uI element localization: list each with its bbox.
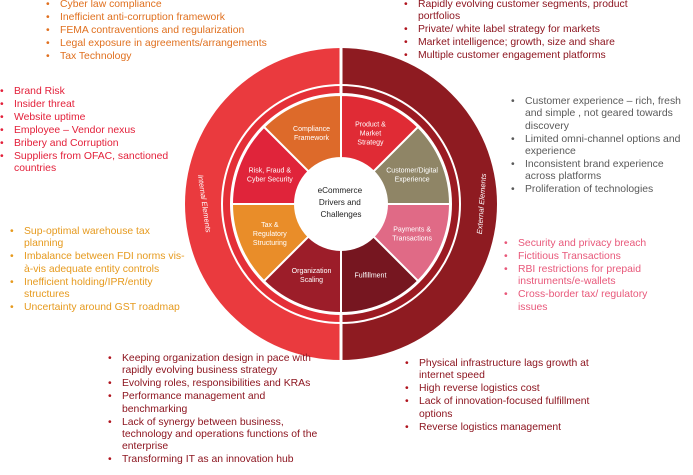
list-item: Uncertainty around GST roadmap (6, 302, 192, 315)
list-item: Keeping organization design in pace with… (104, 353, 332, 378)
list-item: Customer experience – rich, fresh and si… (507, 96, 689, 133)
list-item: RBI restrictions for prepaid instruments… (500, 264, 670, 289)
list-item: High reverse logistics cost (401, 383, 611, 396)
segment-risk-fraud-cyber-security (230, 125, 310, 205)
customer-experience-challenges-list: Customer experience – rich, fresh and si… (507, 96, 689, 197)
segment-label-fulfillment: Fulfillment (355, 273, 387, 280)
list-item: Bribery and Corruption (0, 138, 176, 151)
list-item: Website uptime (0, 112, 176, 125)
compliance-challenges-list: Cyber law compliance Inefficient anti-co… (42, 0, 312, 64)
ring-label-external: External Elements (475, 173, 488, 235)
list-item: Legal exposure in agreements/arrangement… (42, 38, 312, 51)
fulfillment-challenges-list: Physical infrastructure lags growth at i… (401, 358, 611, 434)
list-item: Brand Risk (0, 86, 176, 99)
segment-label-risk-fraud-cyber-security: Risk, Fraud &Cyber Security (247, 168, 293, 184)
list-item: Inconsistent brand experience across pla… (507, 159, 689, 184)
organization-scaling-challenges-list: Keeping organization design in pace with… (104, 353, 332, 467)
center-circle (297, 160, 385, 248)
list-item: Proliferation of technologies (507, 184, 689, 197)
list-item: Market intelligence; growth, size and sh… (400, 37, 650, 50)
list-item: Private/ white label strategy for market… (400, 24, 650, 37)
list-item: Imbalance between FDI norms vis-à-vis ad… (6, 251, 192, 276)
list-item: Cross-border tax/ regulatory issues (500, 289, 670, 314)
list-item: Reverse logistics management (401, 422, 611, 435)
list-item: Multiple customer engagement platforms (400, 50, 650, 63)
list-item: Suppliers from OFAC, sanctioned countrie… (0, 151, 176, 176)
list-item: Lack of synergy between business, techno… (104, 417, 332, 454)
list-item: Employee – Vendor nexus (0, 125, 176, 138)
list-item: Insider threat (0, 99, 176, 112)
outer-ring (185, 46, 497, 362)
list-item: Rapidly evolving customer segments, prod… (400, 0, 650, 24)
list-item: Transforming IT as an innovation hub (104, 454, 332, 467)
list-item: Sup-optimal warehouse tax planning (6, 226, 192, 251)
outer-ring-external-half (341, 48, 497, 360)
center-label: eCommerce Drivers and Challenges (318, 186, 365, 219)
list-item: Cyber law compliance (42, 0, 312, 12)
tax-regulatory-challenges-list: Sup-optimal warehouse tax planning Imbal… (6, 226, 192, 315)
list-item: Fictitious Transactions (500, 251, 670, 264)
list-item: Tax Technology (42, 51, 312, 64)
list-item: Inefficient anti-corruption framework (42, 12, 312, 25)
list-item: Limited omni-channel options and experie… (507, 134, 689, 159)
list-item: Evolving roles, responsibilities and KRA… (104, 378, 332, 391)
segment-label-payments-transactions: Payments &Transactions (392, 226, 432, 242)
list-item: Lack of innovation-focused fulfillment o… (401, 396, 611, 421)
risk-fraud-challenges-list: Brand Risk Insider threat Website uptime… (0, 86, 176, 176)
product-market-challenges-list: Rapidly evolving customer segments, prod… (400, 0, 650, 63)
payments-challenges-list: Security and privacy breach Fictitious T… (500, 238, 670, 314)
list-item: FEMA contraventions and regularization (42, 25, 312, 38)
outer-ring-internal-half (185, 48, 341, 360)
list-item: Security and privacy breach (500, 238, 670, 251)
list-item: Physical infrastructure lags growth at i… (401, 358, 611, 383)
list-item: Inefficient holding/IPR/entity structure… (6, 277, 192, 302)
list-item: Performance management and benchmarking (104, 391, 332, 416)
